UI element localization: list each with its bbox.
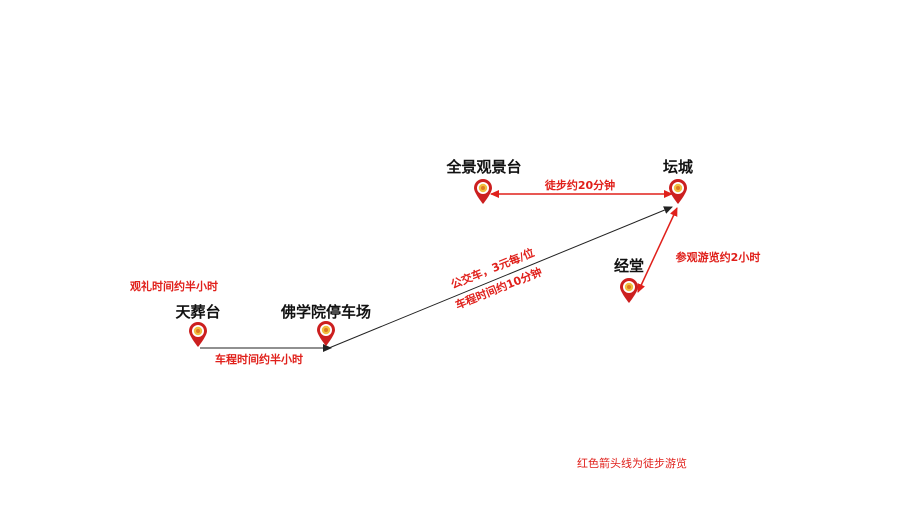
place-label-viewpoint: 全景观景台 [445,158,521,176]
location-pin-icon[interactable] [317,321,335,346]
legend-walk-note: 红色箭头线为徒步游览 [577,456,687,470]
place-label-jingtang: 经堂 [614,257,644,275]
note-walk-20min: 徒步约20分钟 [544,178,615,192]
location-pin-icon[interactable] [669,179,687,204]
note-drive-half-hour: 车程时间约半小时 [215,352,303,366]
place-label-tancheng: 坛城 [663,158,693,176]
walk-tancheng-jingtang [637,207,678,293]
location-pin-icon[interactable] [189,322,207,347]
location-pin-icon[interactable] [620,278,638,303]
note-ceremony-time: 观礼时间约半小时 [130,279,218,293]
location-pin-icon[interactable] [474,179,492,204]
place-label-parking: 佛学院停车场 [280,303,371,321]
route-parking-to-tancheng [328,206,673,349]
place-label-tianzangtai: 天葬台 [175,303,220,321]
note-visit-2h: 参观游览约2小时 [676,250,761,264]
